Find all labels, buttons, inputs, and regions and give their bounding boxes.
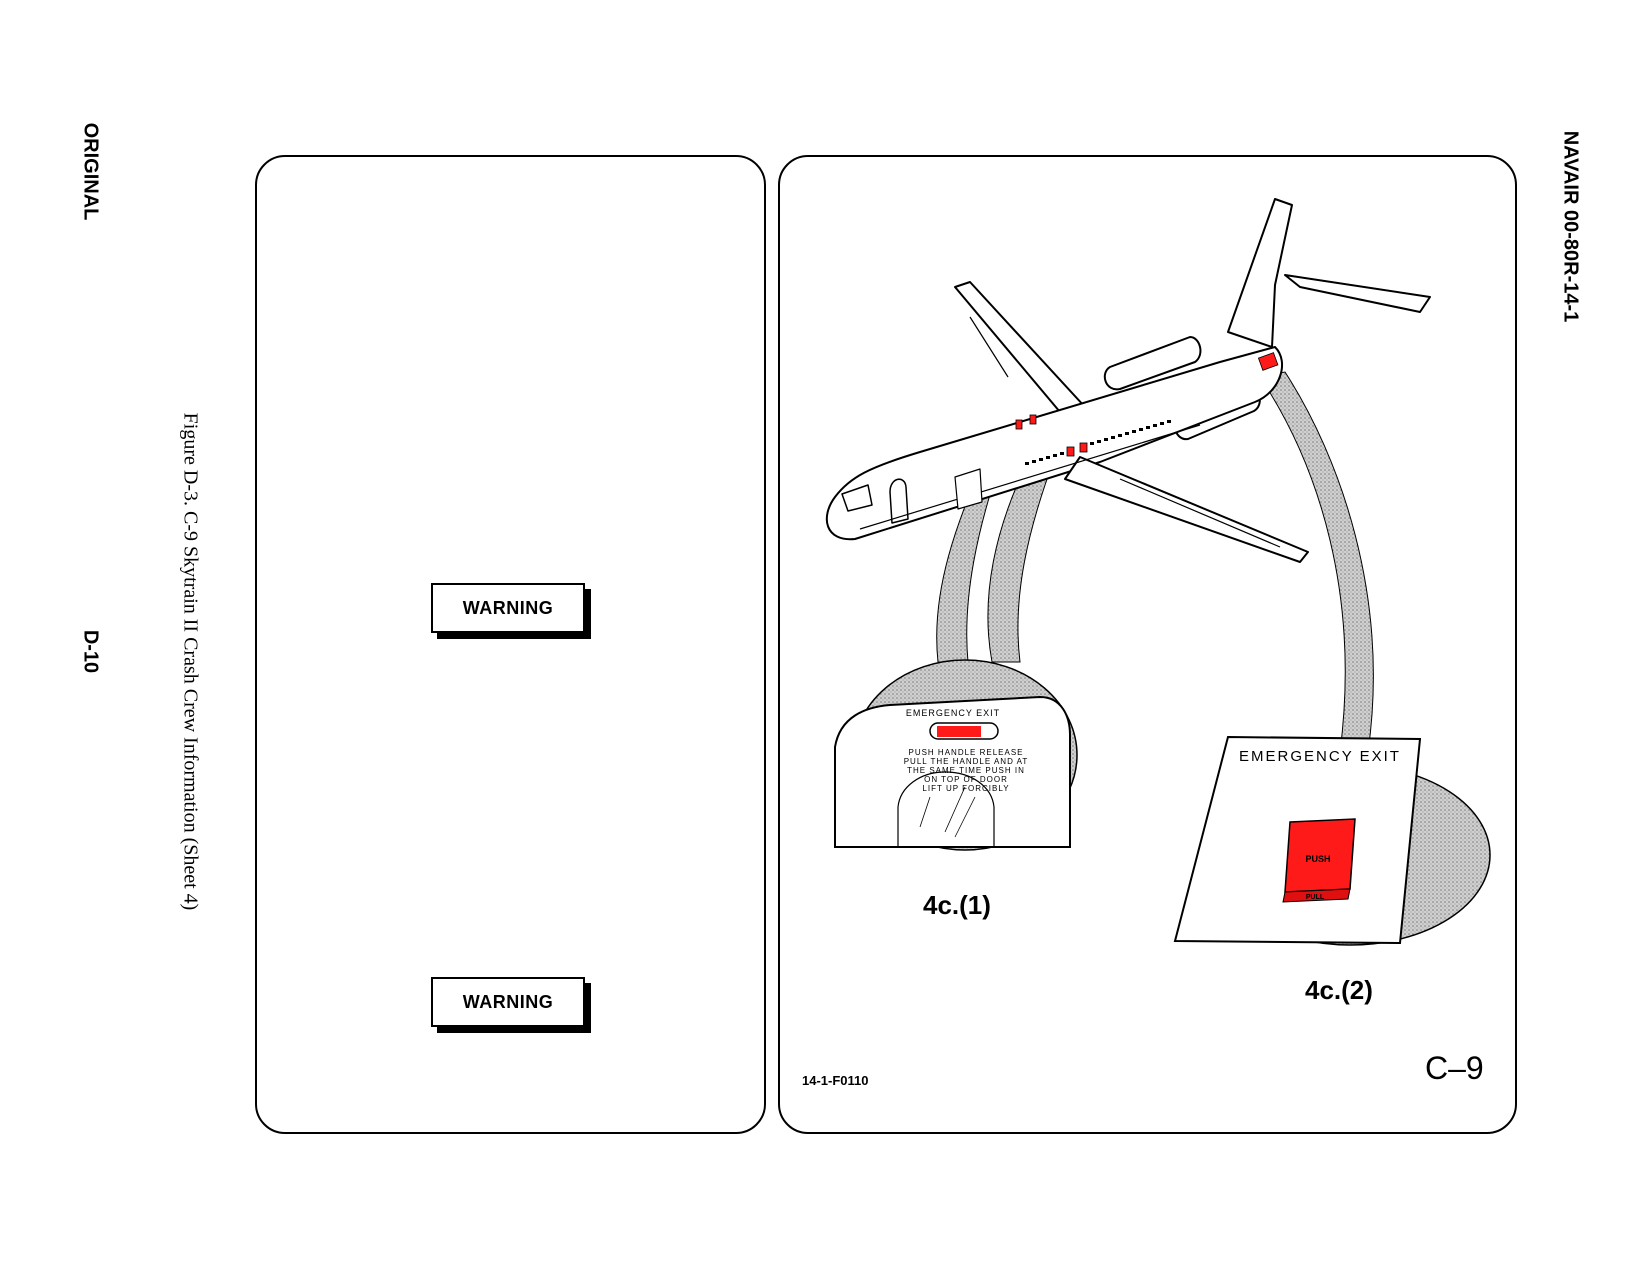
svg-text:LIFT UP FORCIBLY: LIFT UP FORCIBLY [922, 784, 1009, 793]
svg-text:EMERGENCY EXIT: EMERGENCY EXIT [1239, 748, 1401, 765]
svg-text:PULL THE HANDLE AND AT: PULL THE HANDLE AND AT [904, 757, 1029, 766]
cabin-windows [1025, 420, 1171, 465]
page-number: D-10 [79, 629, 102, 674]
document-number: NAVAIR 00-80R-14-1 [1559, 130, 1582, 323]
callout-label-2: 4c.(2) [1305, 975, 1373, 1005]
exit-markers [1015, 352, 1279, 457]
warnings-panel: WARNING WARNING [255, 155, 766, 1134]
door-panel-detail: EMERGENCY EXIT PUSH HANDLE RELEASE PULL … [834, 695, 1071, 848]
leader-band-3 [1259, 371, 1374, 753]
c9-aircraft [825, 198, 1431, 563]
figure-id: 14-1-F0110 [802, 1073, 869, 1088]
warning-box-1: WARNING [431, 583, 585, 633]
svg-text:THE SAME TIME PUSH IN: THE SAME TIME PUSH IN [907, 766, 1025, 775]
callout-label-1: 4c.(1) [923, 890, 991, 920]
svg-text:PUSH: PUSH [1305, 854, 1330, 864]
warning-box-2: WARNING [431, 977, 585, 1027]
svg-text:PULL: PULL [1306, 894, 1325, 901]
figure-caption: Figure D-3. C-9 Skytrain II Crash Crew I… [179, 412, 202, 911]
original-label: ORIGINAL [79, 122, 102, 221]
svg-text:EMERGENCY EXIT: EMERGENCY EXIT [906, 708, 1000, 718]
door-handle-highlight [937, 726, 981, 737]
svg-text:PUSH HANDLE RELEASE: PUSH HANDLE RELEASE [908, 748, 1023, 757]
aircraft-type-label: C–9 [1425, 1050, 1484, 1086]
illustration-panel: EMERGENCY EXIT PUSH HANDLE RELEASE PULL … [778, 155, 1517, 1134]
aircraft-illustration: EMERGENCY EXIT PUSH HANDLE RELEASE PULL … [825, 198, 1491, 946]
svg-text:ON TOP OF DOOR: ON TOP OF DOOR [924, 775, 1008, 784]
hatch-panel-detail: EMERGENCY EXIT PUSH PULL [1173, 735, 1422, 945]
leader-band-2 [987, 456, 1056, 663]
